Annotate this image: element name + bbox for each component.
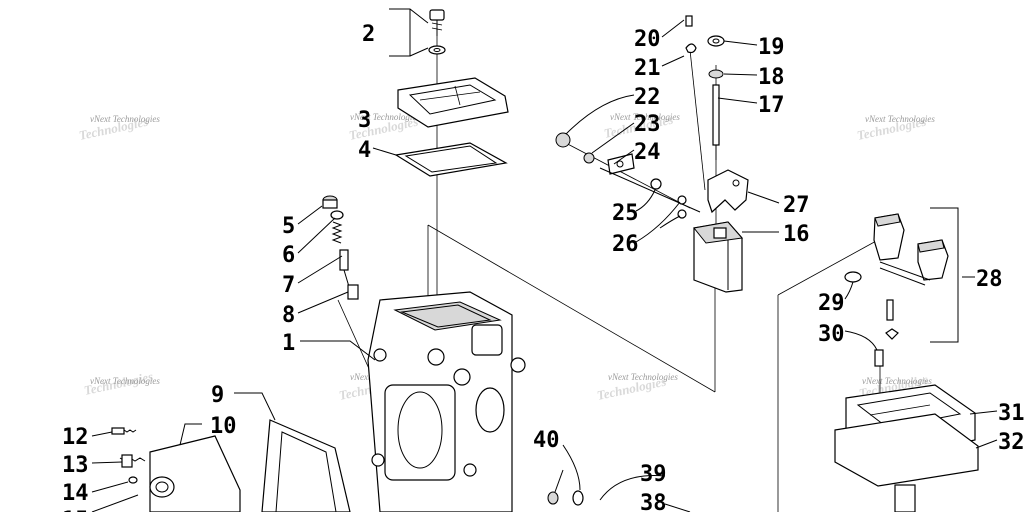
svg-text:vNext Technologies: vNext Technologies	[862, 376, 932, 386]
callout-13: 13	[62, 453, 89, 478]
part-27-lever	[707, 169, 749, 214]
part-21-clip	[685, 43, 697, 54]
part-10-cover	[149, 435, 241, 512]
part-24-plate	[607, 153, 635, 175]
part-16-slide	[693, 221, 743, 293]
part-19-clip	[707, 35, 725, 47]
callout-9: 9	[211, 383, 224, 408]
leader-lines	[91, 8, 998, 512]
callout-17: 17	[758, 93, 785, 118]
callout-14: 14	[62, 481, 89, 506]
callout-2: 2	[362, 22, 375, 47]
callout-10: 10	[210, 414, 237, 439]
svg-text:vNext Technologies: vNext Technologies	[608, 372, 678, 382]
svg-text:vNext Technologies: vNext Technologies	[865, 114, 935, 124]
part-26-washer	[677, 195, 687, 219]
callout-26: 26	[612, 232, 639, 257]
part-29-ring	[844, 271, 862, 283]
callout-20: 20	[634, 27, 661, 52]
callout-4: 4	[358, 138, 371, 163]
callout-16: 16	[783, 222, 810, 247]
callout-3: 3	[358, 108, 371, 133]
callout-18: 18	[758, 65, 785, 90]
part-3-cover	[397, 77, 509, 128]
part-8-jet	[347, 284, 359, 300]
part-4-gasket	[394, 142, 508, 177]
callout-19: 19	[758, 35, 785, 60]
callout-21: 21	[634, 56, 661, 81]
watermark-5: Technologies vNext Technologies	[83, 369, 161, 398]
part-18-washer	[708, 69, 724, 79]
callout-1: 1	[282, 331, 295, 356]
part-28-needle	[885, 299, 899, 340]
part-13-spring	[119, 454, 146, 468]
part-12-screw	[111, 427, 137, 435]
callout-labels: 2 3 4 5 6 7 8 1 9 10 12 13 14 15 20 21 2…	[62, 22, 1024, 512]
callout-30: 30	[818, 322, 845, 347]
part-17-needle	[712, 84, 720, 160]
callout-27: 27	[783, 193, 810, 218]
part-28-float	[873, 213, 949, 286]
part-39-washer	[547, 491, 559, 505]
callout-36: 38	[640, 491, 667, 512]
callout-38: 39	[640, 462, 667, 487]
part-2-screw	[428, 9, 446, 55]
part-23-washer	[583, 152, 595, 164]
part-22-knob	[555, 132, 571, 148]
watermark-1: Technologies vNext Technologies	[78, 114, 161, 143]
part-9-gasket	[261, 419, 351, 512]
watermark-7: Technologies vNext Technologies	[596, 372, 679, 403]
svg-text:vNext Technologies: vNext Technologies	[350, 112, 420, 122]
svg-text:vNext Technologies: vNext Technologies	[90, 114, 160, 124]
callout-8: 8	[282, 303, 295, 328]
callout-6: 6	[282, 243, 295, 268]
svg-text:vNext Technologies: vNext Technologies	[610, 112, 680, 122]
callout-7: 7	[282, 273, 295, 298]
part-28-bracket	[930, 207, 959, 343]
callout-12: 12	[62, 425, 89, 450]
part-40-nut	[572, 490, 584, 506]
callout-28: 28	[976, 267, 1003, 292]
callout-31: 31	[998, 401, 1024, 426]
part-20-screw	[685, 15, 693, 27]
callout-29: 29	[818, 291, 845, 316]
callout-24: 24	[634, 140, 661, 165]
part-5-cap	[322, 195, 338, 209]
watermark-4: Technologies vNext Technologies	[856, 114, 936, 143]
part-32-gasket	[834, 413, 979, 512]
part-6-spring	[330, 210, 344, 244]
callout-22: 22	[634, 85, 661, 110]
part-1-carburetor-body	[367, 291, 526, 512]
callout-23: 23	[634, 112, 661, 137]
callout-39: 40	[533, 428, 560, 453]
part-14-o-ring	[128, 476, 138, 484]
callout-5: 5	[282, 214, 295, 239]
svg-text:vNext Technologies: vNext Technologies	[90, 376, 160, 386]
callout-15: 15	[62, 508, 89, 512]
callout-25: 25	[612, 201, 639, 226]
part-30-screw	[874, 349, 884, 367]
callout-32: 32	[998, 430, 1024, 455]
part-25-shaft	[599, 167, 701, 213]
